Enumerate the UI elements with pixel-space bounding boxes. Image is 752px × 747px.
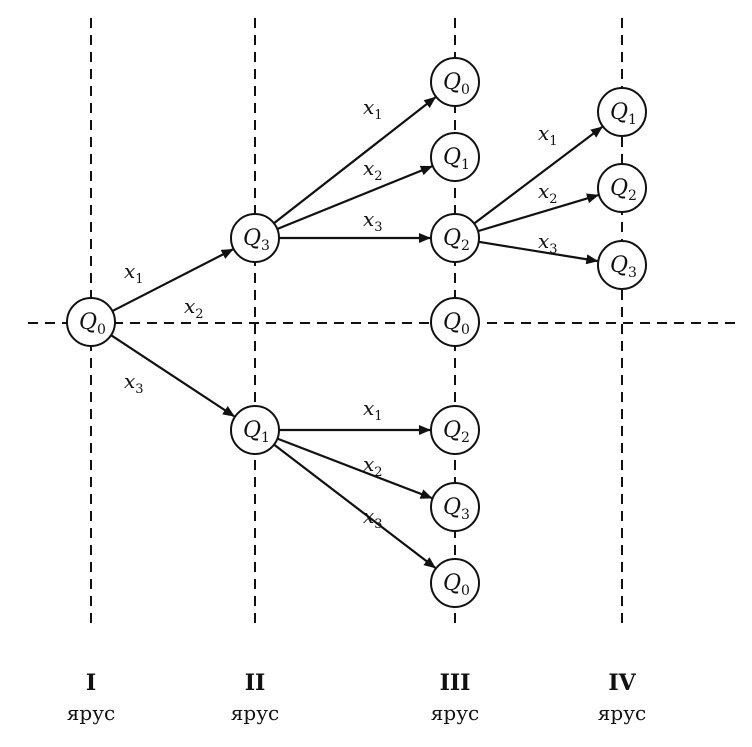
node-n7: Q2 [430,405,480,455]
node-circle [230,405,280,455]
node-circle [430,482,480,532]
node-circle [230,213,280,263]
edge-label-n1-n3: x1 [363,95,383,123]
edge-label-n2-n8: x2 [363,452,383,480]
tier-4-numeral: IV [608,670,636,696]
tier-3-word: ярус [431,701,479,725]
edge-n5-n10 [473,126,603,225]
node-label: Q3 [243,226,270,254]
node-n12: Q3 [597,240,647,290]
node-circle [430,297,480,347]
node-n3: Q0 [430,57,480,107]
tier-2-numeral: II [245,670,266,696]
tier-2-word: ярус [231,701,279,725]
edge-label-n5-n10: x1 [538,121,558,149]
tier-captions: I ярус II ярус III ярус IV ярус [67,670,646,725]
node-circle [66,297,116,347]
node-circle [430,213,480,263]
edge-n5-n11 [477,193,600,233]
node-n10: Q1 [597,87,647,137]
tier-3-numeral: III [440,670,471,696]
edge-label-n0-n2: x3 [124,369,144,397]
node-circle [430,132,480,182]
edge-label-x2-mid: x2 [184,294,204,322]
node-n2: Q1 [230,405,280,455]
edge-n2-n8 [277,437,433,500]
node-n4: Q1 [430,132,480,182]
edge-label-n5-n11: x2 [538,179,558,207]
node-label: Q1 [610,100,637,128]
tier-1-numeral: I [86,670,96,696]
node-label: Q2 [610,176,637,204]
edge-n1-n3 [273,96,437,225]
edge-n5-n12 [478,240,599,265]
edge-label-n0-n1: x1 [124,259,144,287]
node-label: Q0 [443,571,470,599]
node-label: Q3 [443,495,470,523]
edge-label-n2-n9: x3 [363,504,383,532]
node-n5: Q2 [430,213,480,263]
node-label: Q3 [610,253,637,281]
edges: x1 x3 x1 x2 x3 x1 x2 x3 x1 x2 x3 [110,95,603,569]
node-label: Q0 [443,310,470,338]
node-n11: Q2 [597,163,647,213]
node-circle [597,87,647,137]
node-n6: Q0 [430,297,480,347]
tier-1-word: ярус [67,701,115,725]
edge-label-n1-n5: x3 [363,207,383,235]
node-label: Q0 [79,310,106,338]
node-circle [430,57,480,107]
node-n9: Q0 [430,558,480,608]
node-label: Q0 [443,70,470,98]
node-label: Q2 [443,226,470,254]
node-label: Q1 [243,418,270,446]
edge-n2-n9 [273,443,436,569]
node-circle [597,163,647,213]
node-n8: Q3 [430,482,480,532]
edge-label-n5-n12: x3 [538,229,558,257]
edge-n0-n1 [111,248,234,313]
node-circle [430,558,480,608]
node-circle [430,405,480,455]
edge-label-n1-n4: x2 [363,156,383,184]
tier-4-word: ярус [598,701,646,725]
node-circle [597,240,647,290]
edge-n1-n4 [276,165,433,231]
node-n0: Q0 [66,297,116,347]
node-n1: Q3 [230,213,280,263]
node-label: Q1 [443,145,470,173]
edge-n0-n2 [110,334,235,418]
node-label: Q2 [443,418,470,446]
edge-label-n2-n7: x1 [363,396,383,424]
